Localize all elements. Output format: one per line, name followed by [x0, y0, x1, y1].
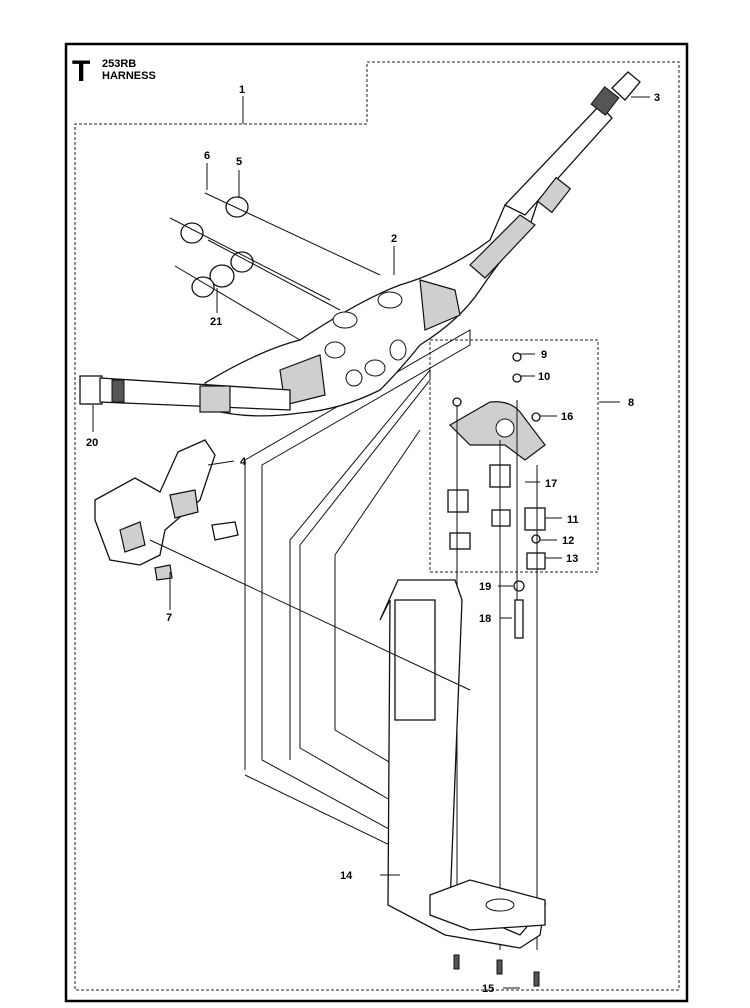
hip-plate [94, 439, 239, 581]
model-name: 253RB [102, 58, 136, 70]
waist-strap [79, 375, 291, 413]
callout-21: 21 [210, 316, 222, 328]
leader-lines [92, 96, 650, 989]
callout-5: 5 [236, 156, 242, 168]
callout-6: 6 [204, 150, 210, 162]
callout-labels: 1 2 3 4 5 6 7 8 9 10 11 12 13 14 15 16 1… [86, 84, 660, 995]
callout-7: 7 [166, 612, 172, 624]
callout-2: 2 [391, 233, 397, 245]
callout-18: 18 [479, 613, 491, 625]
callout-15: 15 [482, 983, 494, 995]
callout-12: 12 [562, 535, 574, 547]
damper-assembly [447, 352, 546, 950]
hook-strap [503, 71, 641, 216]
page-frame [64, 42, 689, 1003]
callout-8: 8 [628, 397, 634, 409]
section-letter: T [72, 55, 90, 88]
callout-3: 3 [654, 92, 660, 104]
callout-4: 4 [240, 456, 247, 468]
lower-frame [379, 579, 547, 949]
callout-17: 17 [545, 478, 557, 490]
callout-14: 14 [340, 870, 353, 882]
diagram-title: HARNESS [102, 70, 156, 82]
callout-1: 1 [239, 84, 245, 96]
callout-16: 16 [561, 411, 573, 423]
callout-19: 19 [479, 581, 491, 593]
bottom-screws [453, 954, 540, 987]
callout-20: 20 [86, 437, 98, 449]
callout-11: 11 [567, 514, 579, 526]
callout-9: 9 [541, 349, 547, 361]
assembly-1-boundary [74, 61, 680, 991]
washers-and-screws [169, 192, 381, 341]
harness-shoulder-pad [204, 193, 542, 417]
callout-10: 10 [538, 371, 550, 383]
callout-13: 13 [566, 553, 578, 565]
